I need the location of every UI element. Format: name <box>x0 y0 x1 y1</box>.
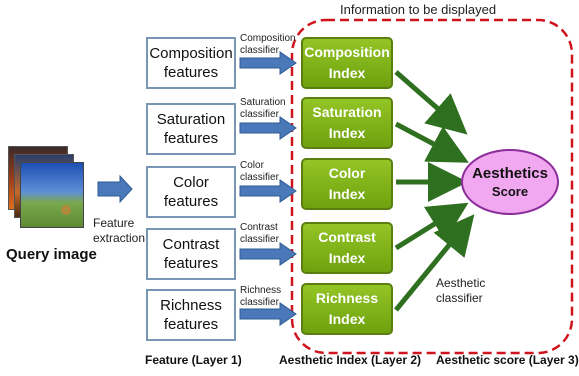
feature-box-richness: Richness features <box>146 289 236 341</box>
feature-extraction-line1: Feature <box>93 216 135 230</box>
feature-name: Color <box>173 174 209 191</box>
classifier-name: Color <box>240 160 264 171</box>
classifier-suffix: classifier <box>240 172 279 183</box>
feature-box-contrast: Contrast features <box>146 228 236 280</box>
index-suffix: Index <box>328 186 366 202</box>
index-box-saturation: Saturation Index <box>301 97 393 149</box>
classifier-label-composition: Composition classifier <box>240 33 296 57</box>
classifier-arrow-1 <box>239 51 297 75</box>
feature-name: Saturation <box>156 111 226 128</box>
feature-extraction-line2: extraction <box>93 231 146 245</box>
feature-name: Composition <box>149 45 233 62</box>
classifier-suffix: classifier <box>240 297 279 308</box>
index-box-composition: Composition Index <box>301 37 393 89</box>
classifier-name: Richness <box>240 285 282 296</box>
index-box-contrast: Contrast Index <box>301 222 393 274</box>
classifier-label-color: Color classifier <box>240 160 279 184</box>
index-suffix: Index <box>328 65 366 81</box>
index-box-richness: Richness Index <box>301 283 393 335</box>
classifier-suffix: classifier <box>240 109 279 120</box>
index-name: Composition <box>304 44 390 60</box>
index-suffix: Index <box>328 250 366 266</box>
classifier-suffix: classifier <box>240 234 279 245</box>
feature-box-saturation: Saturation features <box>146 103 236 155</box>
query-image-label: Query image <box>6 246 97 263</box>
query-image-stack <box>8 140 88 235</box>
classifier-name: Composition <box>240 33 296 44</box>
aesthetics-score-node: Aesthetics Score <box>461 149 559 215</box>
classifier-arrow-5 <box>239 302 297 326</box>
layer-3-label: Aesthetic score (Layer 3) <box>436 353 579 367</box>
query-thumbnail-main <box>20 162 84 228</box>
index-name: Saturation <box>312 104 382 120</box>
aesthetic-classifier-line2: classifier <box>436 291 483 305</box>
index-name: Contrast <box>318 229 376 245</box>
index-arrow-5 <box>394 214 475 312</box>
score-title: Aesthetics <box>472 165 548 182</box>
classifier-arrow-3 <box>239 179 297 203</box>
hay-bale-shape <box>61 205 71 215</box>
aesthetic-classifier-line1: Aesthetic <box>436 276 486 290</box>
classifier-label-richness: Richness classifier <box>240 285 281 309</box>
index-arrow-2 <box>394 121 469 163</box>
index-suffix: Index <box>328 311 366 327</box>
index-suffix: Index <box>328 125 366 141</box>
display-region-title: Information to be displayed <box>340 2 497 17</box>
index-name: Richness <box>315 290 379 306</box>
classifier-suffix: classifier <box>240 45 279 56</box>
feature-extraction-label: Feature extraction <box>93 216 145 246</box>
feature-suffix: features <box>163 64 219 81</box>
feature-suffix: features <box>163 130 219 147</box>
index-arrow-1 <box>394 70 468 135</box>
index-name: Color <box>328 165 366 181</box>
index-box-color: Color Index <box>301 158 393 210</box>
score-subtitle: Score <box>491 184 529 199</box>
feature-suffix: features <box>163 316 219 333</box>
display-region-frame <box>290 18 574 355</box>
classifier-label-saturation: Saturation classifier <box>240 97 286 121</box>
feature-suffix: features <box>163 255 219 272</box>
feature-name: Richness <box>160 297 222 314</box>
feature-box-color: Color features <box>146 166 236 218</box>
extraction-arrow <box>97 174 133 204</box>
feature-name: Contrast <box>162 236 220 253</box>
classifier-arrow-2 <box>239 116 297 140</box>
classifier-arrow-4 <box>239 242 297 266</box>
classifier-name: Saturation <box>240 97 286 108</box>
layer-2-label: Aesthetic Index (Layer 2) <box>279 353 422 367</box>
feature-suffix: features <box>163 193 219 210</box>
classifier-name: Contrast <box>240 222 278 233</box>
classifier-label-contrast: Contrast classifier <box>240 222 279 246</box>
aesthetic-classifier-label: Aesthetic classifier <box>436 276 485 306</box>
feature-box-composition: Composition features <box>146 37 236 89</box>
layer-1-label: Feature (Layer 1) <box>145 353 242 367</box>
